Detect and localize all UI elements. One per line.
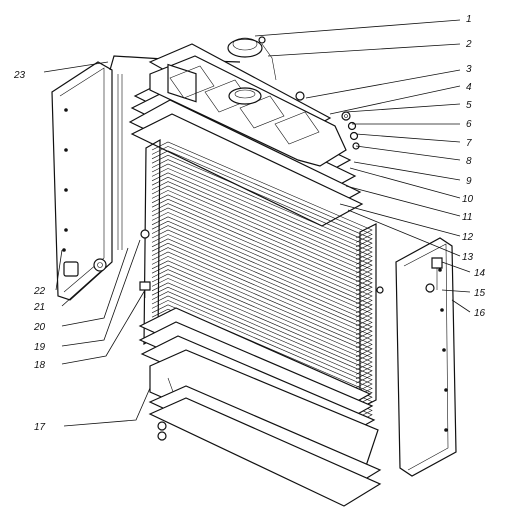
core-fin (151, 295, 373, 393)
callout-16: 16 (474, 308, 486, 319)
top-tank (149, 55, 347, 167)
core-fin (151, 247, 373, 344)
callout-5: 5 (466, 100, 472, 111)
core-fin (151, 251, 373, 349)
callout-10: 10 (462, 194, 474, 205)
core-fin (151, 234, 373, 331)
core-fin (151, 225, 373, 322)
core-fin (151, 207, 373, 305)
callout-9: 9 (466, 176, 472, 187)
callout-20: 20 (33, 322, 46, 333)
core-fin (151, 260, 373, 358)
filler-cap (227, 36, 277, 81)
callout-2: 2 (465, 39, 472, 50)
core-fin (151, 264, 373, 362)
core-fin (151, 198, 373, 296)
callout-6: 6 (466, 119, 472, 130)
right-side-bracket (395, 237, 457, 477)
core-fin (151, 291, 373, 388)
core-fin (151, 286, 373, 384)
callout-21: 21 (33, 302, 45, 313)
callout-14: 14 (474, 268, 486, 279)
callout-23: 23 (13, 70, 26, 81)
callout-8: 8 (466, 156, 472, 167)
core-fin (151, 229, 373, 327)
callout-18: 18 (34, 360, 46, 371)
callout-12: 12 (462, 232, 474, 243)
core-fin (151, 278, 373, 375)
leader-lines (43, 19, 471, 427)
core-fin (151, 203, 373, 300)
core-fin (151, 282, 373, 380)
callout-13: 13 (462, 252, 474, 263)
callout-1: 1 (466, 14, 472, 25)
callout-4: 4 (466, 82, 472, 93)
core-fin (151, 273, 373, 371)
fasteners (139, 91, 443, 441)
callout-19: 19 (34, 342, 46, 353)
core-fin (151, 212, 373, 309)
callout-11: 11 (462, 212, 472, 223)
left-side-bracket (51, 61, 113, 301)
callout-3: 3 (466, 64, 472, 75)
bottom-tank (148, 349, 382, 507)
callout-22: 22 (33, 286, 46, 297)
core-fin (151, 269, 373, 366)
core-fin (151, 220, 373, 318)
core-fin (151, 216, 373, 314)
callout-7: 7 (466, 138, 472, 149)
core-fin (151, 256, 373, 353)
core-fin (151, 242, 373, 340)
callout-15: 15 (474, 288, 486, 299)
callout-17: 17 (34, 422, 46, 433)
core-fin (151, 238, 373, 336)
